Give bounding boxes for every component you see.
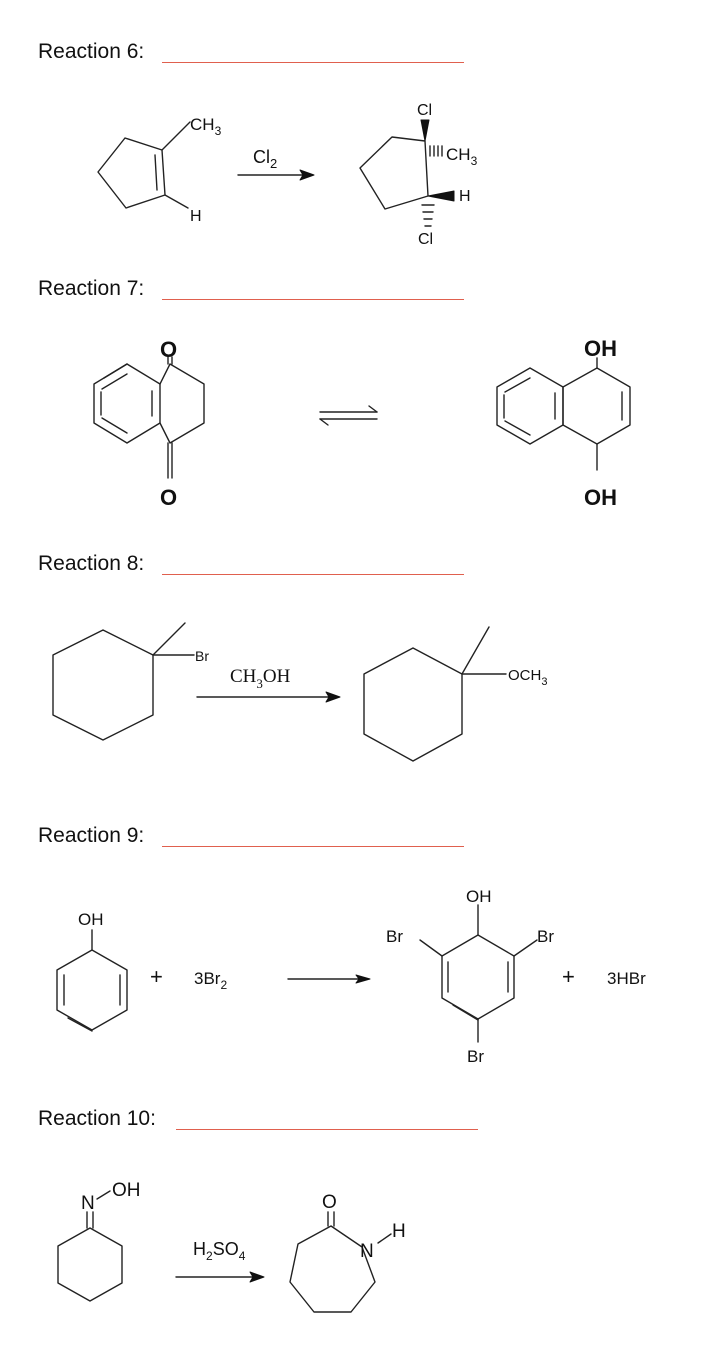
reaction-7-product: OH OH (496, 336, 631, 510)
reaction-7-equilibrium-arrow (319, 405, 378, 426)
reaction-9-plus-1: + (150, 964, 163, 989)
reaction-9-plus-2: + (562, 964, 575, 989)
reaction-6-prod-h: H (459, 188, 471, 205)
reaction-9-prod-br-left: Br (386, 927, 403, 946)
reaction-8-starting-material: Br (52, 622, 209, 741)
reaction-6-sm-h: H (190, 208, 202, 225)
reaction-7-answer-blank[interactable] (162, 299, 464, 300)
reaction-7-sm-o-bottom: O (160, 485, 177, 510)
reaction-6-prod-cl-bottom: Cl (418, 231, 433, 248)
reaction-6-reagent: Cl2 (253, 147, 277, 171)
reaction-10-answer-blank[interactable] (176, 1129, 478, 1130)
reaction-6-prod-ch3: CH3 (446, 145, 478, 168)
reaction-10-prod-o: O (322, 1192, 337, 1213)
reaction-6-answer-blank[interactable] (162, 62, 464, 63)
reaction-9-scheme: OH + 3Br2 OH Br Br Br + 3HBr (56, 887, 646, 1066)
reaction-10-reagent: H2SO4 (193, 1239, 246, 1263)
reaction-9-prod-br-bottom: Br (467, 1047, 484, 1066)
reaction-10-sm-oh: OH (112, 1180, 141, 1201)
reaction-9-label: Reaction 9: (38, 824, 145, 847)
reaction-10-arrow: H2SO4 (175, 1239, 265, 1283)
reaction-10-prod-n: N (360, 1241, 374, 1262)
reaction-8-label: Reaction 8: (38, 552, 145, 575)
reaction-6-scheme: CH3 H Cl2 Cl CH3 H Cl (97, 102, 478, 248)
reaction-7-starting-material: O O (93, 337, 205, 510)
reaction-8-answer-blank[interactable] (162, 574, 464, 575)
reaction-7-label: Reaction 7: (38, 277, 145, 300)
reaction-7-scheme: O O OH OH (93, 336, 631, 510)
reaction-8-scheme: Br CH3OH OCH3 (52, 622, 547, 762)
reaction-9-prod-br-right: Br (537, 927, 554, 946)
reaction-6-label: Reaction 6: (38, 40, 145, 63)
reaction-9-prod-oh: OH (466, 887, 492, 906)
reaction-6-product: Cl CH3 H Cl (359, 102, 478, 248)
reaction-9-answer-blank[interactable] (162, 846, 464, 847)
reaction-7-prod-oh-top: OH (584, 336, 617, 361)
reaction-7-prod-oh-bottom: OH (584, 485, 617, 510)
reaction-8-prod-och3: OCH3 (508, 667, 547, 688)
reaction-9-sm-oh: OH (78, 910, 104, 929)
reaction-8-arrow: CH3OH (196, 666, 341, 703)
reaction-6-prod-cl-top: Cl (417, 102, 432, 119)
reaction-10-prod-h: H (392, 1221, 406, 1242)
reaction-10-product: O N H (289, 1192, 406, 1313)
reaction-6-starting-material: CH3 H (97, 115, 222, 225)
reaction-10-label: Reaction 10: (38, 1107, 156, 1130)
reaction-6-arrow: Cl2 (237, 147, 315, 181)
reaction-6-sm-ch3: CH3 (190, 115, 222, 138)
reaction-9-reagent: 3Br2 (194, 969, 227, 992)
reaction-7-sm-o-top: O (160, 337, 177, 362)
reaction-9-arrow (287, 974, 371, 984)
reaction-8-reagent: CH3OH (230, 666, 291, 691)
reaction-8-product: OCH3 (363, 626, 547, 762)
reaction-10-sm-n: N (81, 1193, 95, 1214)
reaction-9-starting-material: OH (56, 910, 128, 1032)
reaction-9-byproduct: 3HBr (607, 969, 646, 988)
reaction-10-starting-material: N OH (57, 1180, 141, 1302)
reaction-8-sm-br: Br (195, 648, 209, 664)
reaction-9-product: OH Br Br Br (386, 887, 554, 1066)
